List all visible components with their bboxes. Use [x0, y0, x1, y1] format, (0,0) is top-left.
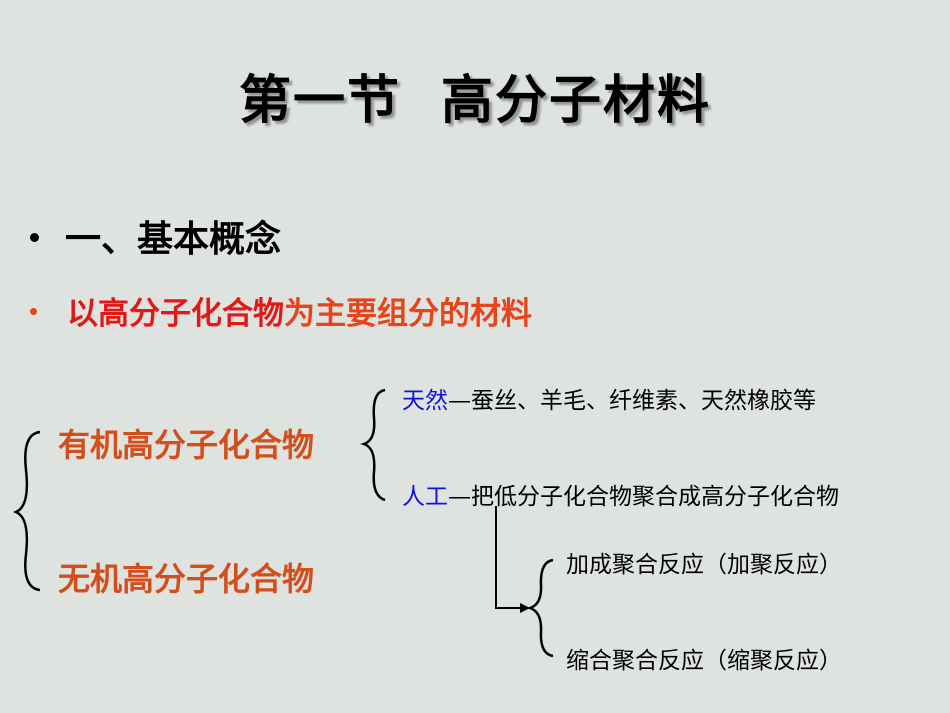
main-brace-icon	[12, 430, 41, 592]
title-part2: 高分子材料	[441, 71, 712, 131]
arrow-head-icon	[520, 603, 530, 613]
section-heading: 一、基本概念	[30, 210, 281, 262]
definition-highlight: 以高分子化合物	[67, 296, 284, 332]
reaction-brace-icon	[526, 558, 554, 658]
section-heading-text: 一、基本概念	[65, 219, 282, 260]
organic-category: 有机高分子化合物	[58, 426, 315, 464]
addition-reaction: 加成聚合反应（加聚反应）	[566, 552, 842, 578]
bullet-icon	[30, 232, 39, 242]
natural-label: 天然	[402, 388, 448, 414]
definition-line: 以高分子化合物为主要组分的材料	[30, 288, 532, 333]
page-title: 第一节高分子材料	[0, 58, 950, 133]
bullet-icon	[30, 308, 37, 315]
artificial-label: 人工	[402, 484, 448, 510]
artificial-text: —把低分子化合物聚合成高分子化合物	[448, 484, 839, 510]
definition-rest: 为主要组分的材料	[284, 296, 532, 332]
title-part1: 第一节	[238, 71, 401, 131]
organic-brace-icon	[360, 388, 386, 502]
connector-line	[495, 506, 520, 609]
inorganic-category: 无机高分子化合物	[58, 560, 315, 598]
condensation-reaction: 缩合聚合反应（缩聚反应）	[566, 648, 842, 674]
artificial-type: 人工—把低分子化合物聚合成高分子化合物	[402, 477, 839, 511]
natural-type: 天然—蚕丝、羊毛、纤维素、天然橡胶等	[402, 381, 816, 415]
natural-text: —蚕丝、羊毛、纤维素、天然橡胶等	[448, 388, 816, 414]
